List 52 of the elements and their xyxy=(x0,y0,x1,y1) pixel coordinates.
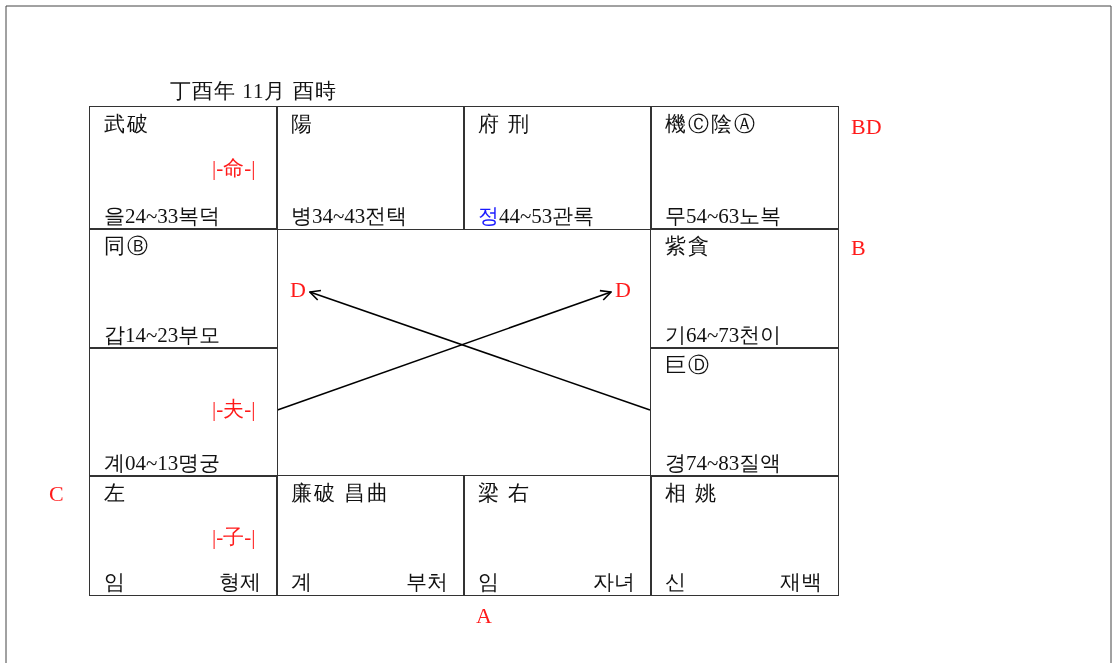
table-cell xyxy=(89,228,278,349)
star-names: 府 刑 xyxy=(478,111,532,137)
cell-text: 형제 xyxy=(218,568,261,595)
stem-character: 정 xyxy=(478,203,499,228)
star-names: 武破 xyxy=(104,111,150,137)
palace-mark: |-命-| xyxy=(212,155,256,181)
cell-text: 자녀 xyxy=(592,568,635,595)
cell-text: 재백 xyxy=(779,568,822,595)
cell-text: 44~53관록 xyxy=(499,203,595,228)
table-cell xyxy=(650,106,839,230)
cell-text: 기64~73천이 xyxy=(665,321,782,348)
table-cell xyxy=(650,228,839,349)
table-cell xyxy=(463,106,652,230)
arrow xyxy=(309,289,651,411)
table-cell xyxy=(89,106,278,230)
star-names: 廉破 昌曲 xyxy=(291,480,391,506)
star-names: 陽 xyxy=(291,111,314,137)
cell-text: 계04~13명궁 xyxy=(104,449,221,476)
table-cell xyxy=(650,347,839,477)
cell-text: 을24~33복덕 xyxy=(104,202,221,229)
cell-text: 부처 xyxy=(405,568,448,595)
title: 丁酉年 11月 酉時 xyxy=(170,78,337,104)
cell-text: 경74~83질액 xyxy=(665,449,782,476)
corner-label: B xyxy=(851,235,866,261)
star-names: 紫貪 xyxy=(665,233,711,259)
cell-text: 무54~63노복 xyxy=(665,202,782,229)
star-names: 相 姚 xyxy=(665,480,719,506)
palace-mark: |-夫-| xyxy=(212,396,256,422)
corner-label: BD xyxy=(851,114,882,140)
table-cell xyxy=(89,475,278,596)
table-cell xyxy=(89,347,278,477)
palace-mark: |-子-| xyxy=(212,524,256,550)
star-names: 梁 右 xyxy=(478,480,532,506)
table-cell xyxy=(463,475,652,596)
point-label: D xyxy=(290,278,306,302)
cell-text: 임 xyxy=(104,568,125,595)
corner-label: C xyxy=(49,481,64,507)
star-names: 左 xyxy=(104,480,127,506)
star-names: 巨Ⓓ xyxy=(665,352,711,378)
cell-text: 계 xyxy=(291,568,312,595)
star-names: 同Ⓑ xyxy=(104,233,150,259)
arrow xyxy=(276,289,612,411)
table-cell xyxy=(276,106,465,230)
corner-label: A xyxy=(476,603,492,629)
table-cell xyxy=(276,475,465,596)
cell-text: 갑14~23부모 xyxy=(104,321,221,348)
cell-text: 병34~43전택 xyxy=(291,202,408,229)
cell-text: 임 xyxy=(478,568,499,595)
cell-text: 신 xyxy=(665,568,686,595)
point-label: D xyxy=(615,278,631,302)
table-cell xyxy=(650,475,839,596)
star-names: 機Ⓒ陰Ⓐ xyxy=(665,111,757,137)
